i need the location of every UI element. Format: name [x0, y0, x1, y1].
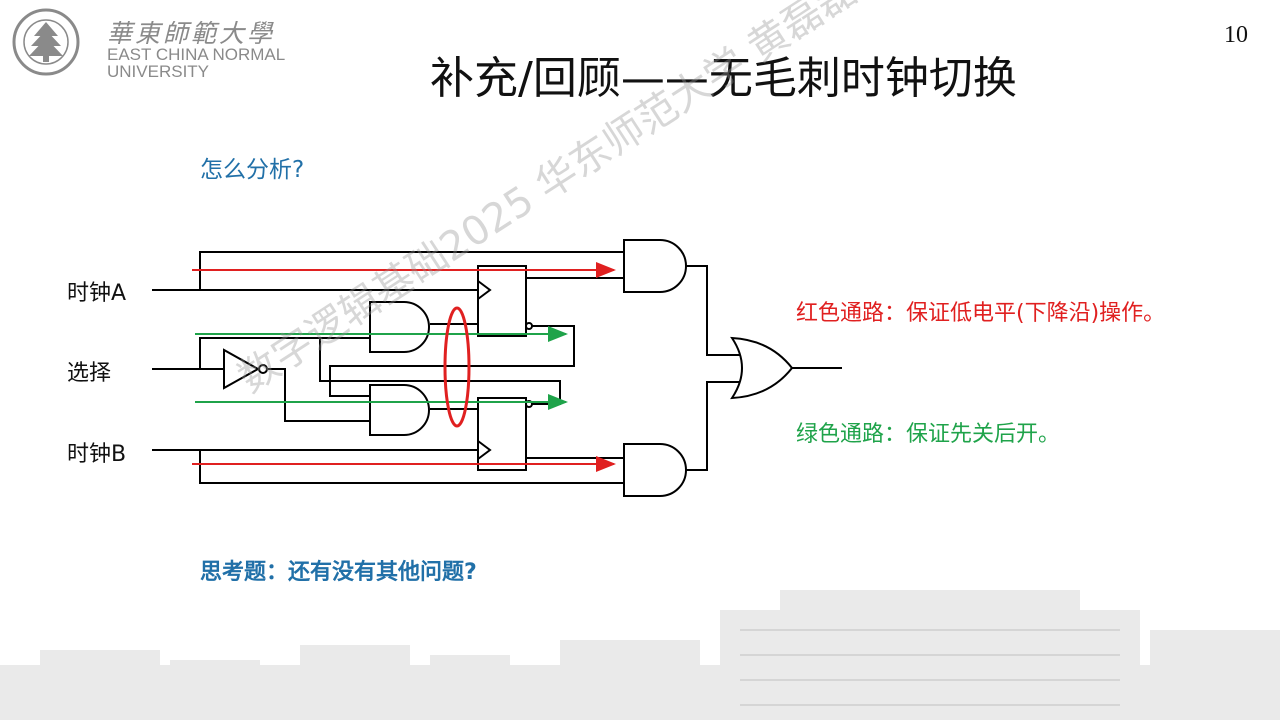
and-gate-lower	[369, 384, 430, 436]
input-label-select: 选择	[67, 361, 112, 386]
or-gate	[730, 336, 794, 400]
and-gate-top	[623, 239, 687, 293]
logo-chinese-name: 華東師範大學	[107, 19, 276, 48]
logo-english-line-2: UNIVERSITY	[107, 62, 210, 81]
input-label-clock-a: 时钟A	[67, 281, 127, 306]
red-paths	[192, 262, 616, 472]
logo-english-line-1: EAST CHINA NORMAL	[107, 45, 286, 64]
university-logo: 華東師範大學 EAST CHINA NORMAL UNIVERSITY	[10, 6, 300, 80]
university-emblem-icon	[12, 8, 80, 76]
flip-flop-a-clock	[477, 280, 492, 300]
analysis-question: 怎么分析?	[200, 157, 305, 183]
green-path-note: 绿色通路：保证先关后开。	[796, 422, 1061, 447]
inverter-gate	[223, 348, 268, 390]
green-paths	[195, 326, 568, 410]
circuit-wires	[152, 251, 842, 484]
input-label-clock-b: 时钟B	[67, 442, 127, 467]
flip-flop-a-inverted-output	[525, 322, 533, 330]
and-gates	[369, 239, 687, 497]
and-gate-upper	[369, 301, 430, 353]
flip-flop-b-clock	[477, 440, 492, 460]
think-question: 思考题：还有没有其他问题?	[200, 560, 477, 585]
page-number: 10	[1224, 22, 1248, 48]
logo-english-name: EAST CHINA NORMAL UNIVERSITY	[107, 46, 285, 80]
flip-flop-b	[477, 397, 527, 471]
red-path-note: 红色通路：保证低电平(下降沿)操作。	[796, 301, 1166, 326]
feedback-highlight-ellipse	[443, 306, 471, 428]
slide-title: 补充/回顾——无毛刺时钟切换	[430, 53, 1017, 104]
flip-flops	[477, 265, 533, 471]
background-buildings	[0, 590, 1280, 720]
and-gate-bottom	[623, 443, 687, 497]
flip-flop-a	[477, 265, 527, 337]
